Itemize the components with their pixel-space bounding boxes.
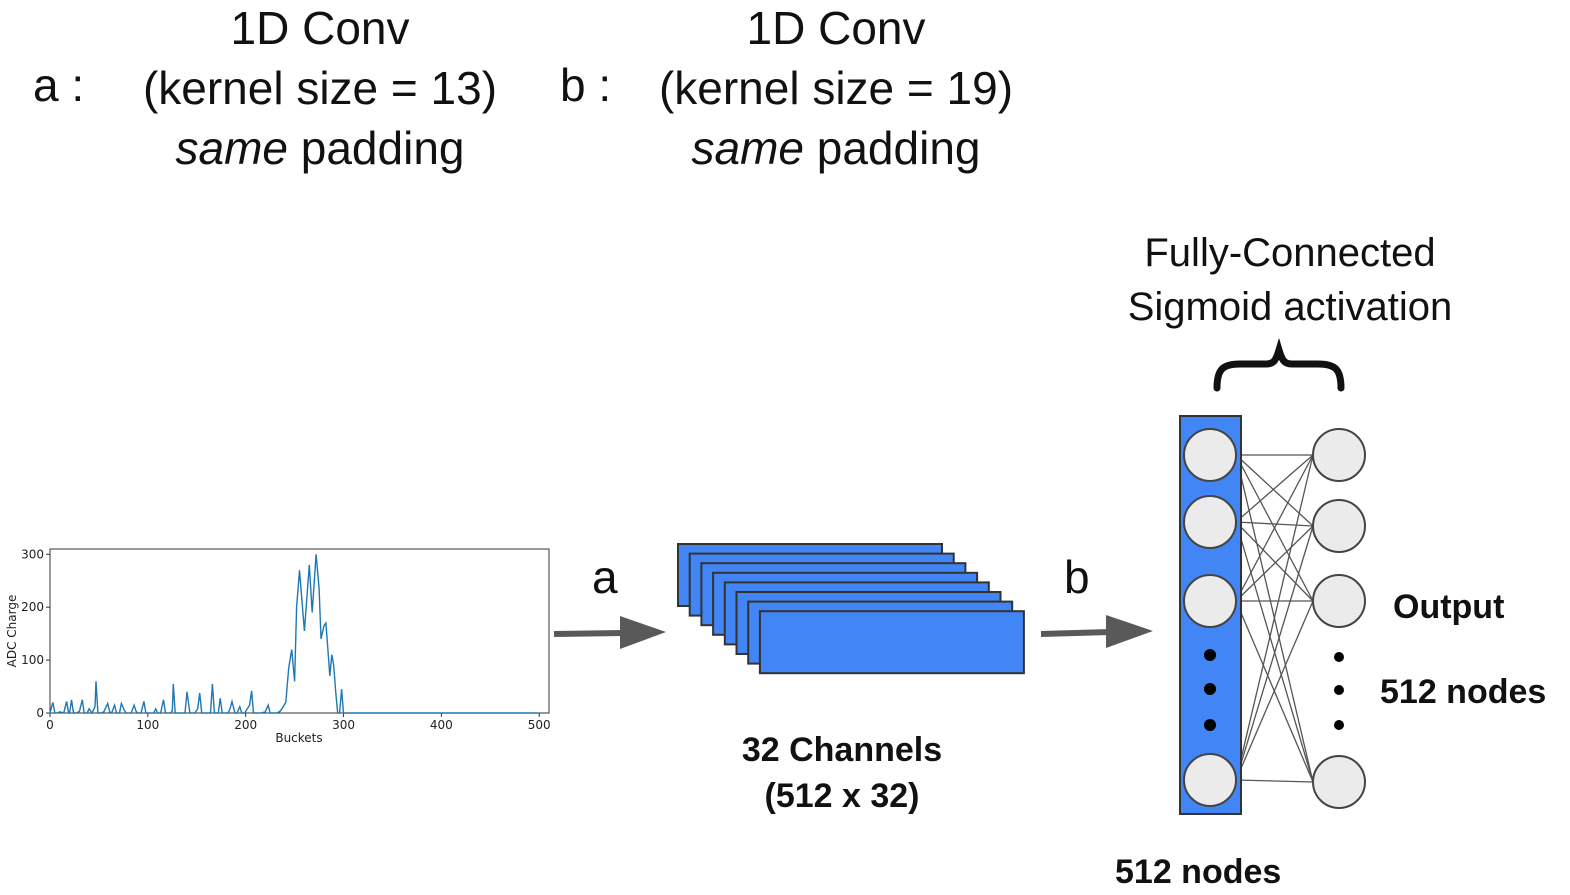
channels-line1: 32 Channels xyxy=(741,731,943,769)
chart-x-axis-label: Buckets xyxy=(275,731,322,745)
input-ellipsis-dot xyxy=(1204,649,1216,661)
fc-connection-line xyxy=(1235,521,1314,602)
chart-x-tick-label: 400 xyxy=(430,718,453,732)
fc-connection-line xyxy=(1235,454,1314,781)
chart-y-axis-label: ADC Charge xyxy=(5,595,19,668)
input-signal-chart: 0 100 200 300 400 500 0 100 200 300 Buckets ADC C… xyxy=(5,547,551,745)
input-layer-nodes-label: 512 nodes xyxy=(1115,853,1282,891)
conv-a-title: 1D Conv xyxy=(230,2,410,54)
chart-y-tick-label: 300 xyxy=(21,547,44,561)
conv-b-block: 1D Conv (kernel size = 19) same padding xyxy=(636,0,1036,178)
output-label: Output xyxy=(1393,588,1505,626)
channels-caption: 32 Channels (512 x 32) xyxy=(692,727,992,819)
chart-y-tick-label: 100 xyxy=(21,653,44,667)
arrow-a-label: a xyxy=(592,551,618,603)
chart-series-line xyxy=(49,554,538,715)
chart-x-tick-label: 500 xyxy=(528,718,551,732)
chart-x-tick-label: 100 xyxy=(136,718,159,732)
conv-a-kernel: (kernel size = 13) xyxy=(142,62,498,114)
output-ellipsis-dot xyxy=(1334,720,1344,730)
fc-connection-line xyxy=(1235,454,1314,527)
conv-a-block: 1D Conv (kernel size = 13) same padding xyxy=(120,0,520,178)
input-node xyxy=(1183,753,1237,807)
chart-x-tick-label: 200 xyxy=(234,718,257,732)
arrow-b xyxy=(1040,615,1153,648)
arrow-a xyxy=(553,616,666,649)
conv-a-key: a : xyxy=(33,59,85,111)
conv-b-key: b : xyxy=(560,59,612,111)
channels-line2: (512 x 32) xyxy=(764,777,920,815)
fc-line2: Sigmoid activation xyxy=(1127,285,1453,329)
fc-connection-line xyxy=(1235,454,1314,523)
feature-map-channel xyxy=(758,610,1025,675)
conv-b-kernel: (kernel size = 19) xyxy=(658,62,1014,114)
input-ellipsis-dot xyxy=(1204,719,1216,731)
chart-y-tick-label: 200 xyxy=(21,600,44,614)
chart-x-tick-label: 300 xyxy=(332,718,355,732)
fc-connection-line xyxy=(1235,600,1314,781)
input-node xyxy=(1183,495,1237,549)
input-node xyxy=(1183,428,1237,482)
chart-y-tick-label: 0 xyxy=(36,706,44,720)
arrow-b-label: b xyxy=(1064,551,1090,603)
fc-connections xyxy=(1235,454,1314,783)
fc-heading: Fully-Connected Sigmoid activation xyxy=(1090,226,1490,334)
fc-connection-line xyxy=(1235,525,1314,602)
conv-a-padding: same padding xyxy=(175,122,465,174)
output-node xyxy=(1312,755,1366,809)
input-ellipsis-dot xyxy=(1204,683,1216,695)
fc-connection-line xyxy=(1235,454,1314,602)
fc-connection-line xyxy=(1235,779,1314,783)
conv-b-title: 1D Conv xyxy=(746,2,926,54)
fc-connection-line xyxy=(1235,525,1314,781)
conv-b-padding: same padding xyxy=(691,122,981,174)
output-nodes-label: 512 nodes xyxy=(1380,673,1547,711)
input-node xyxy=(1183,574,1237,628)
output-ellipsis-dot xyxy=(1334,685,1344,695)
curly-brace xyxy=(1213,337,1345,392)
fc-connection-line xyxy=(1235,521,1314,527)
output-node xyxy=(1312,428,1366,482)
fc-line1: Fully-Connected xyxy=(1144,231,1436,275)
output-node xyxy=(1312,499,1366,553)
output-ellipsis-dot xyxy=(1334,652,1344,662)
feature-map-stack xyxy=(677,543,1025,675)
chart-x-tick-label: 0 xyxy=(46,718,54,732)
output-node xyxy=(1312,574,1366,628)
fc-nodes xyxy=(1183,428,1366,809)
